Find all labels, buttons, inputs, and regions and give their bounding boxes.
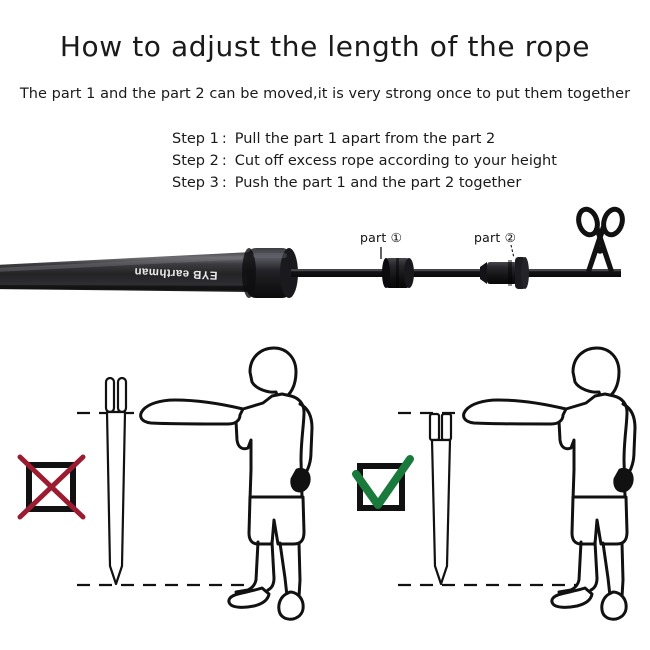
correct-mark-box [357, 463, 405, 511]
person-leg-left [234, 540, 260, 594]
person-figure [139, 346, 314, 621]
person-foot-front [227, 586, 271, 609]
step-3-separator: : [221, 175, 227, 191]
person-torso [234, 392, 306, 510]
step-1-key: Step 1 [172, 131, 219, 147]
person-head [571, 346, 621, 400]
part-2-connector [480, 257, 529, 289]
part-1-connector [382, 258, 414, 288]
person-leg-left-inner [266, 540, 276, 592]
stake-too-long [104, 376, 128, 586]
part-2-leader-line [510, 244, 515, 259]
person-hand [290, 467, 311, 493]
page-title: How to adjust the length of the rope [59, 30, 591, 63]
step-item: Step 1 : Pull the part 1 apart from the … [172, 128, 592, 150]
person-leg-left-inner [589, 540, 599, 592]
pole-brand-text: EYB earthman [134, 265, 218, 281]
person-foot-front [550, 586, 594, 609]
stake-shaft [105, 410, 127, 586]
person-shorts [247, 495, 306, 546]
step-2-key: Step 2 [172, 153, 219, 169]
step-item: Step 2 : Cut off excess rope according t… [172, 150, 592, 172]
correct-mark [352, 455, 414, 511]
person-leg-right [278, 541, 289, 598]
step-3-text: Push the part 1 and the part 2 together [234, 175, 522, 191]
stake-prong-left [104, 376, 116, 414]
part-2-label: part ② [474, 230, 517, 245]
person-figure [462, 346, 637, 621]
person-foot-back [277, 590, 305, 621]
pole-end-cap [242, 248, 298, 298]
person-hanging-arm [619, 402, 637, 485]
step-2-separator: : [221, 153, 227, 169]
part-1-label: part ① [360, 230, 403, 245]
wrong-example-panel [17, 346, 314, 621]
steps-list: Step 1 : Pull the part 1 apart from the … [172, 128, 592, 194]
person-hanging-arm [296, 402, 314, 485]
person-shorts [570, 495, 629, 546]
person-head [248, 346, 298, 400]
stake-prong-right [116, 376, 128, 414]
pole-body [0, 252, 252, 292]
wrong-mark-stroke-b [17, 454, 86, 520]
wrong-mark-stroke-a [17, 454, 86, 520]
step-3-key: Step 3 [172, 175, 219, 191]
page-subtitle: The part 1 and the part 2 can be moved,i… [19, 86, 631, 102]
stake-prong-left [428, 412, 441, 442]
step-1-text: Pull the part 1 apart from the part 2 [234, 131, 496, 147]
correct-example-panel [352, 346, 637, 621]
correct-mark-stroke [352, 455, 414, 509]
step-2-text: Cut off excess rope according to your he… [234, 153, 557, 169]
scissors-icon [576, 206, 625, 272]
person-extended-arm [462, 398, 568, 426]
stake-shaft [430, 438, 452, 586]
person-leg-right-inner [620, 541, 625, 599]
svg-text:EYB earthman: EYB earthman [134, 265, 218, 281]
wrong-mark [17, 454, 86, 520]
person-leg-left [557, 540, 583, 594]
person-extended-arm [139, 398, 245, 426]
person-foot-back [600, 590, 628, 621]
rope [291, 269, 621, 277]
wrong-mark-box [26, 462, 76, 512]
stake-prong-right [440, 412, 453, 442]
person-leg-right-inner [297, 541, 302, 599]
person-hand [613, 467, 634, 493]
stake-correct-length [428, 412, 453, 586]
person-leg-right [601, 541, 612, 598]
person-torso [557, 392, 629, 510]
step-item: Step 3 : Push the part 1 and the part 2 … [172, 172, 592, 194]
step-1-separator: : [221, 131, 227, 147]
